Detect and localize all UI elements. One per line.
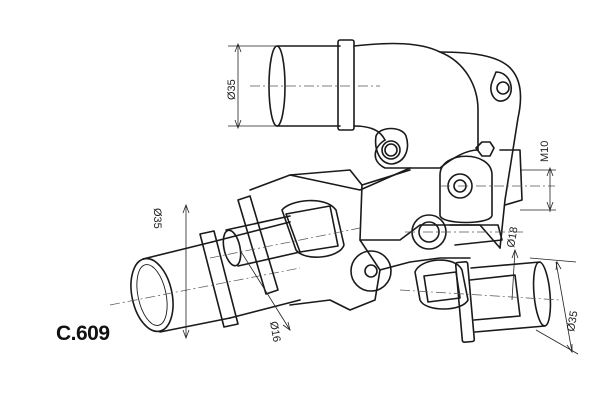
dim-label-left-inlet: Ø35 [151,208,163,229]
dimension-small-pipe: Ø16 [239,249,291,343]
part-code-label: C.609 [56,322,110,345]
small-pipe [209,195,361,295]
dim-label-right-port: Ø18 [505,226,520,249]
dim-label-right-outlet: Ø35 [565,310,580,333]
right-outlet-pipe [399,259,561,344]
dimension-top-outlet: Ø35 [226,42,276,130]
left-inlet-pipe [109,221,301,333]
dimension-right-outlet: Ø35 [529,257,581,355]
dimension-right-port: Ø18 [505,226,521,301]
dimension-left-inlet: Ø35 [151,203,190,340]
housing-body [249,51,555,311]
top-outlet-pipe [250,39,479,151]
dim-label-small-pipe: Ø16 [267,320,282,343]
dimension-mount-bolt: M10 [520,141,556,212]
dim-label-mount-bolt: M10 [539,141,551,162]
dim-label-top-outlet: Ø35 [226,79,238,100]
